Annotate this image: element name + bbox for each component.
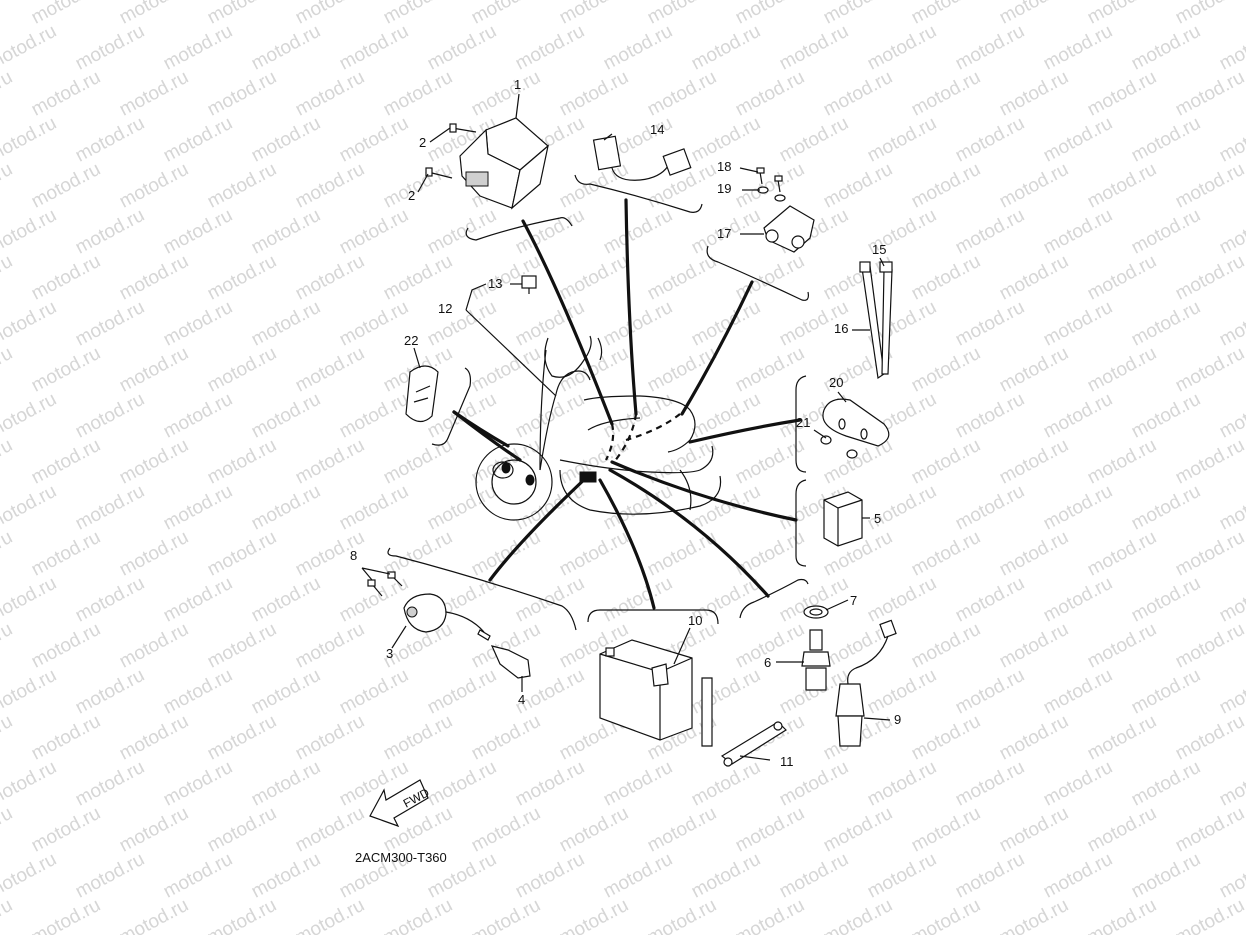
panel-brackets <box>387 174 809 631</box>
callout-5: 5 <box>874 511 882 526</box>
callout-20: 20 <box>829 375 844 390</box>
scooter-outline <box>475 335 722 521</box>
callout-2-upper: 2 <box>419 135 427 150</box>
callout-13: 13 <box>488 276 503 291</box>
ignition-coil-3 <box>367 571 531 679</box>
callout-6: 6 <box>764 655 772 670</box>
fwd-arrow <box>369 779 429 828</box>
bracket-17 <box>756 167 815 253</box>
callout-10: 10 <box>688 613 703 628</box>
callout-8: 8 <box>350 548 358 563</box>
diagram-code: 2ACM300-T360 <box>355 850 447 865</box>
callout-4: 4 <box>518 692 526 707</box>
callout-16: 16 <box>834 321 849 336</box>
switch-6 <box>801 605 831 691</box>
sensor-9 <box>835 619 897 747</box>
callout-2-lower: 2 <box>408 188 416 203</box>
callout-21: 21 <box>796 415 811 430</box>
callout-3: 3 <box>386 646 394 661</box>
cover-22 <box>405 365 439 423</box>
callout-11: 11 <box>780 754 794 769</box>
battery-10 <box>599 639 713 747</box>
plate-20 <box>820 398 890 459</box>
callout-9: 9 <box>894 712 902 727</box>
callout-12: 12 <box>438 301 453 316</box>
bolts-2 <box>425 123 477 179</box>
callout-15: 15 <box>872 242 887 257</box>
fuse-13 <box>521 275 537 294</box>
callout-17: 17 <box>717 226 732 241</box>
callout-1: 1 <box>514 77 522 92</box>
callout-19: 19 <box>717 181 732 196</box>
battery-band-11 <box>720 721 787 767</box>
cable-ties-15-16 <box>859 261 893 380</box>
callout-14: 14 <box>650 122 665 137</box>
callout-22: 22 <box>404 333 419 348</box>
relay-5 <box>823 491 863 547</box>
leader-lines <box>361 93 891 761</box>
callout-18: 18 <box>717 159 732 174</box>
harness-wires <box>452 198 802 610</box>
cdi-unit <box>459 117 549 210</box>
callout-7: 7 <box>850 593 858 608</box>
connector-14 <box>592 135 692 181</box>
